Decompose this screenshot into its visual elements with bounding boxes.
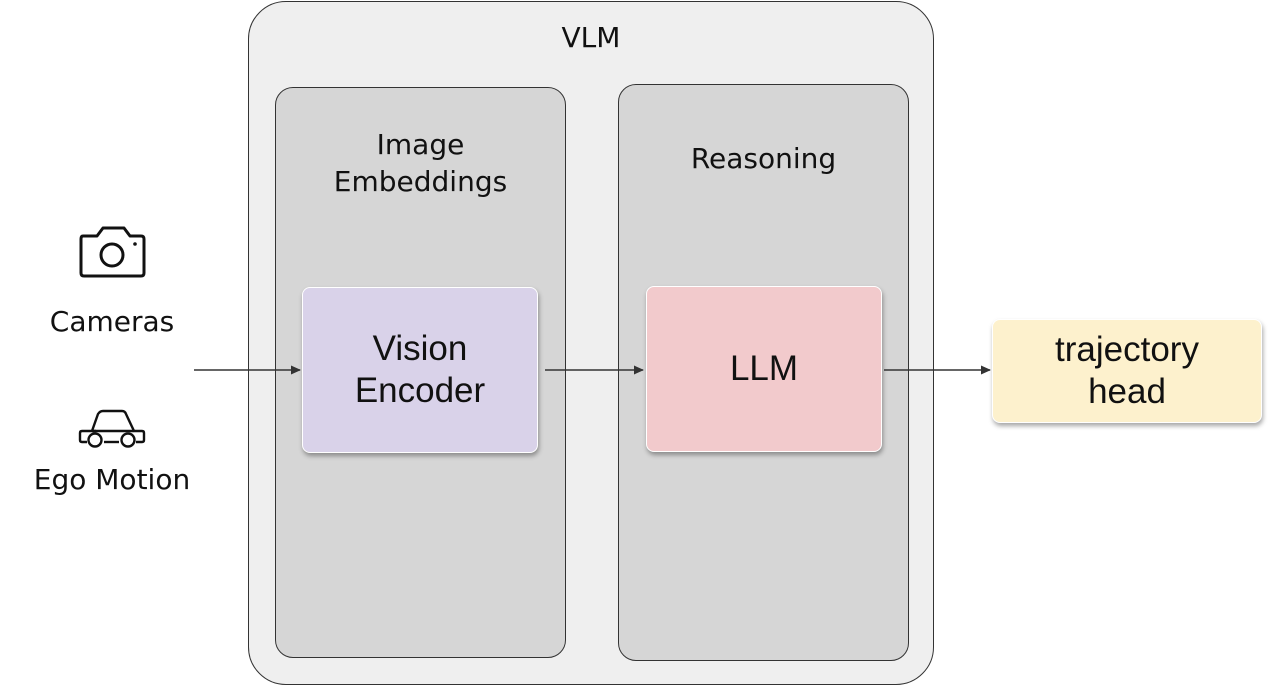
ego-motion-label: Ego Motion <box>33 463 191 496</box>
trajectory-head-line-2: head <box>1088 372 1166 411</box>
vision-encoder-block: Vision Encoder <box>302 287 538 453</box>
trajectory-head-line-1: trajectory <box>1055 330 1199 369</box>
vision-encoder-line-2: Encoder <box>354 371 486 410</box>
image-embeddings-title-line-2: Embeddings <box>333 165 508 198</box>
image-embeddings-title: Image Embeddings <box>275 126 566 200</box>
image-embeddings-title-line-1: Image <box>376 128 465 161</box>
trajectory-head-block: trajectory head <box>992 319 1262 423</box>
llm-label: LLM <box>729 349 799 388</box>
car-icon <box>78 409 146 448</box>
reasoning-title: Reasoning <box>690 142 837 175</box>
vlm-title: VLM <box>561 21 621 54</box>
camera-icon <box>79 226 146 278</box>
llm-block: LLM <box>646 286 882 452</box>
cameras-label: Cameras <box>49 305 175 338</box>
vision-encoder-line-1: Vision <box>372 329 468 368</box>
